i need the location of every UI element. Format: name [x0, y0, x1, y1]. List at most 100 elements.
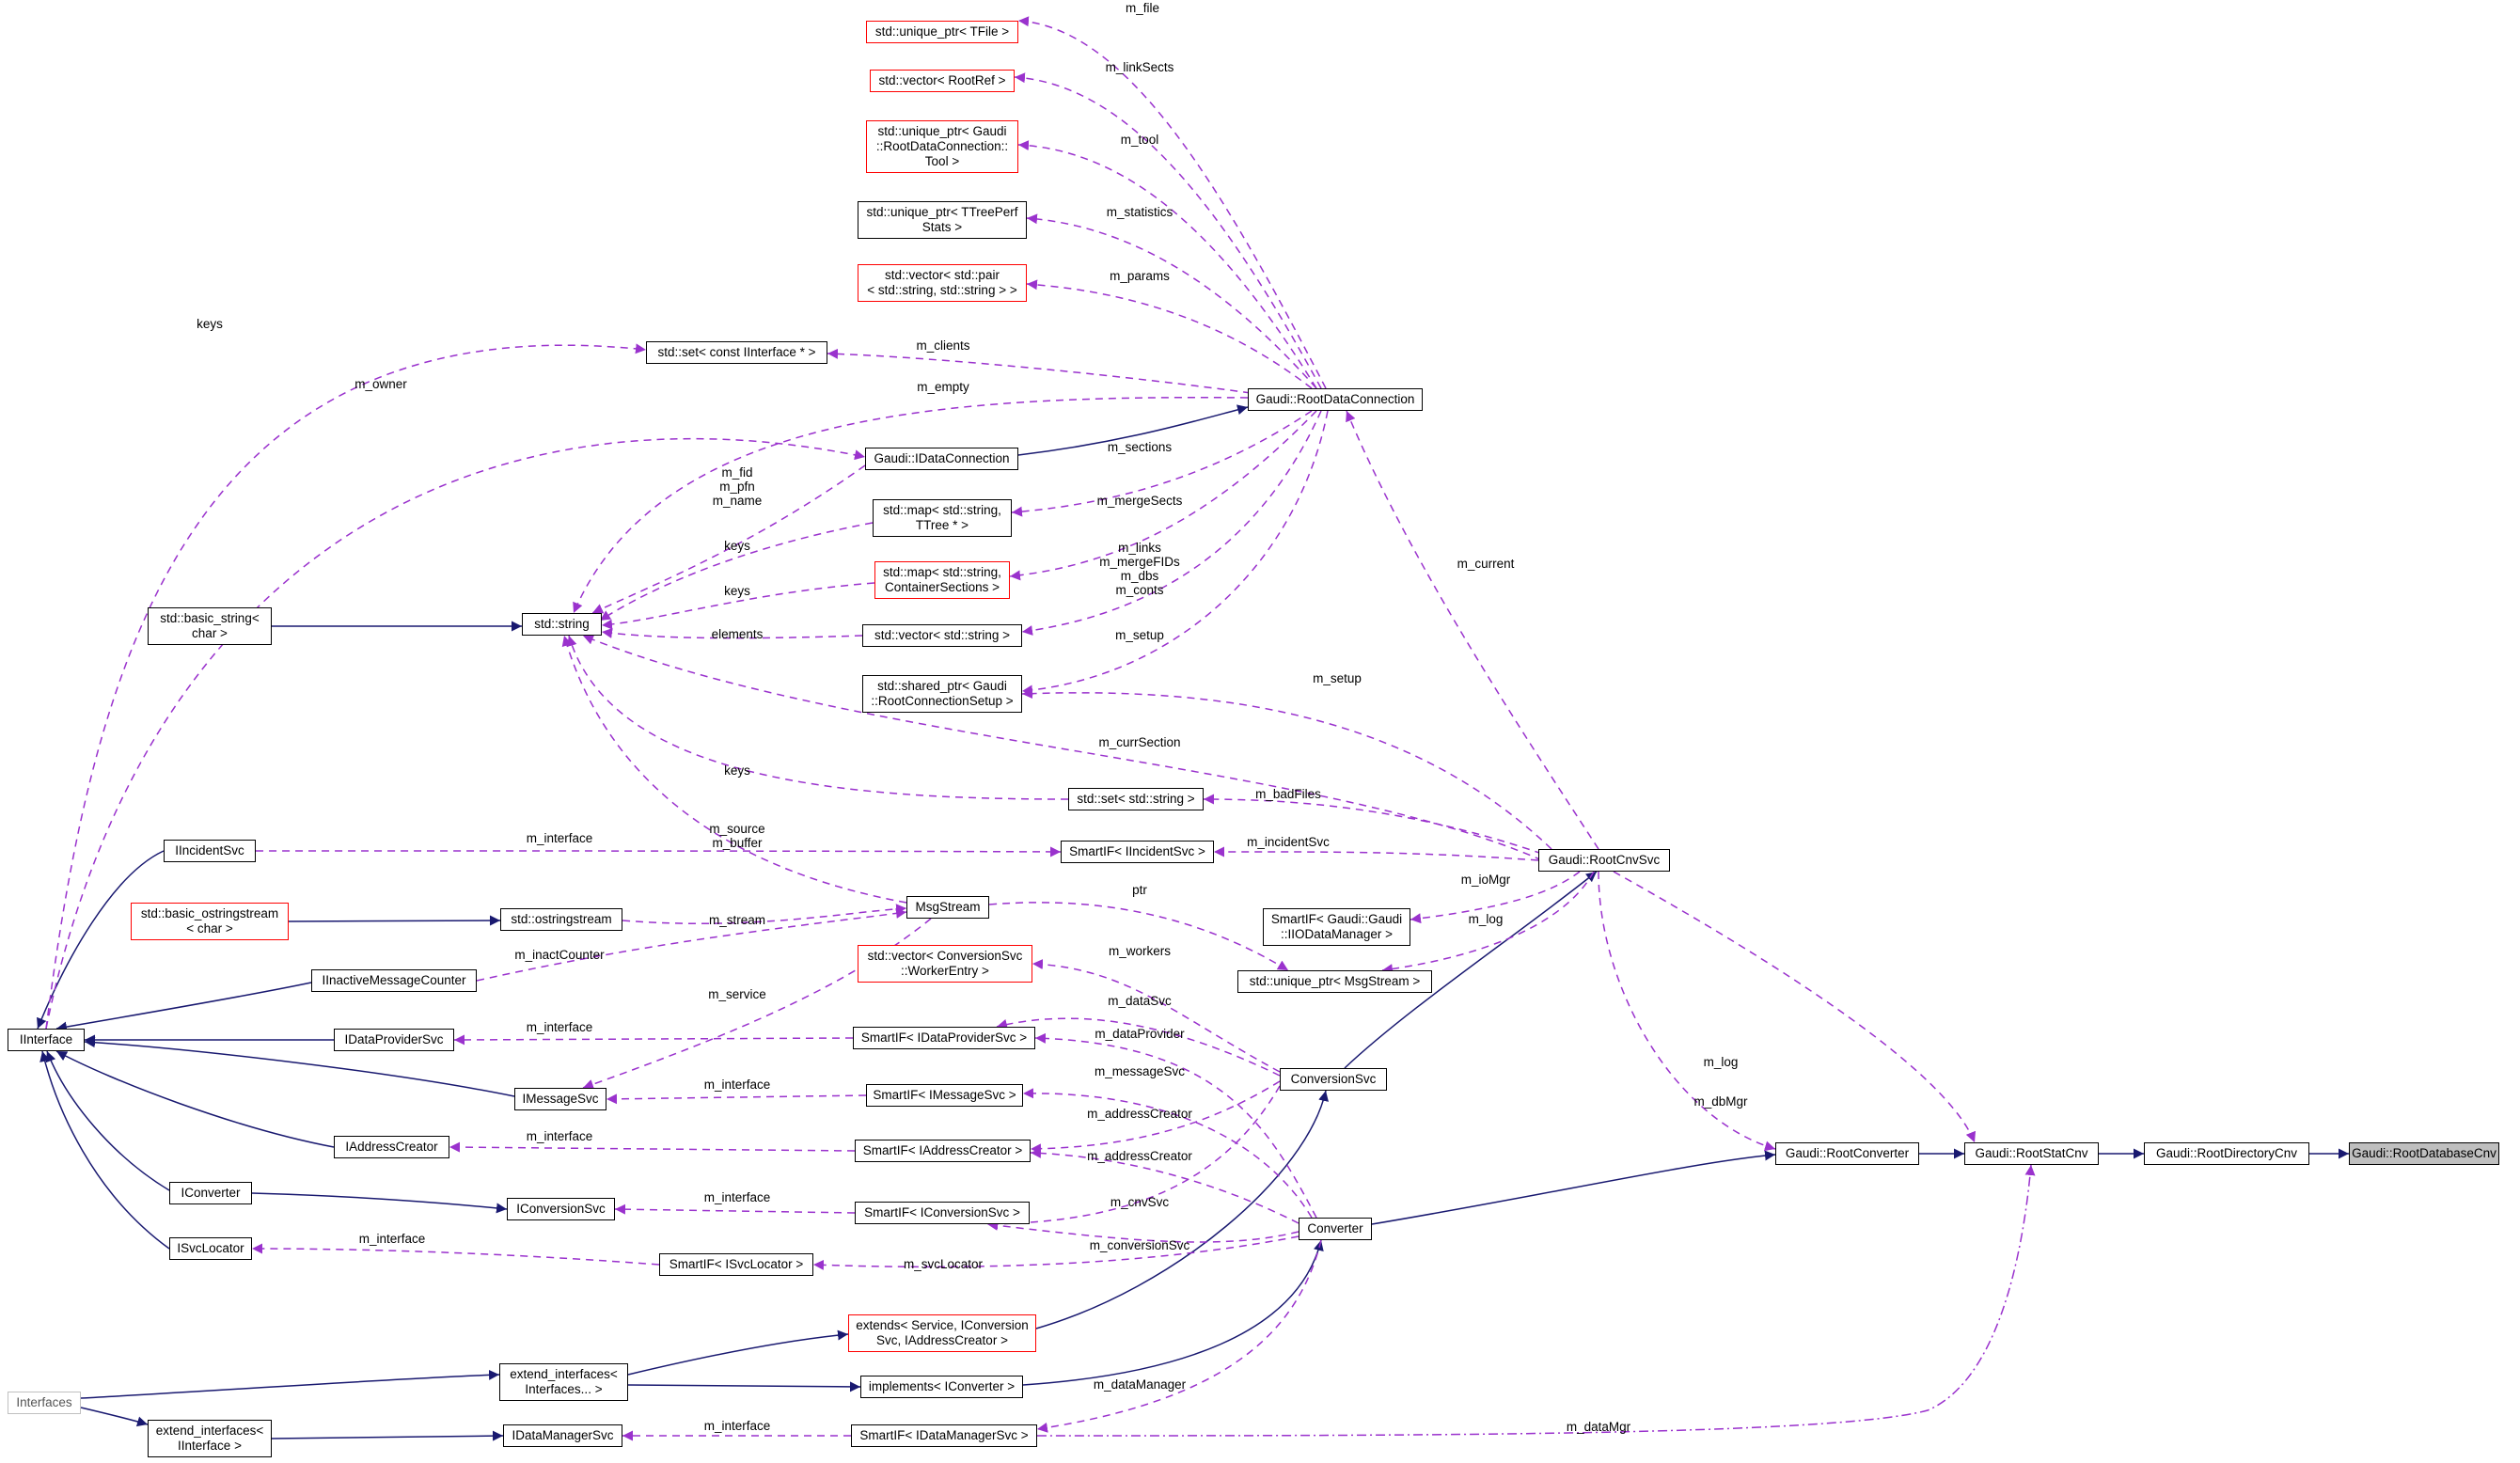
edge-stdstring-to-rdc	[573, 397, 1249, 614]
class-node-vector-string[interactable]: std::vector< std::string >	[862, 624, 1022, 647]
edge-map_container-to-rdc	[1009, 410, 1317, 581]
class-node-iconversionsvc[interactable]: IConversionSvc	[507, 1198, 615, 1220]
class-node-smartif-iincidentsvc[interactable]: SmartIF< IIncidentSvc >	[1061, 841, 1214, 863]
class-node-interfaces[interactable]: Interfaces	[8, 1392, 81, 1414]
class-node-smartif-iaddresscreator[interactable]: SmartIF< IAddressCreator >	[855, 1140, 1031, 1162]
edge-label: m_dataMgr	[1567, 1420, 1631, 1434]
class-node-extends[interactable]: extends< Service, IConversion Svc, IAddr…	[848, 1314, 1036, 1352]
class-node-extend-interfaces-iinterface[interactable]: extend_interfaces< IInterface >	[148, 1420, 272, 1457]
class-node-vector-workerentry[interactable]: std::vector< ConversionSvc ::WorkerEntry…	[858, 945, 1032, 983]
edge-vec_string-to-rdc	[1021, 410, 1322, 636]
class-node-smartif-iconversionsvc[interactable]: SmartIF< IConversionSvc >	[855, 1202, 1030, 1224]
edge-sif_ims-to-converter	[1022, 1088, 1313, 1219]
class-node-unique-ptr-tfile[interactable]: std::unique_ptr< TFile >	[866, 21, 1018, 43]
class-node-idataconnection[interactable]: Gaudi::IDataConnection	[865, 448, 1018, 470]
class-node-std-string[interactable]: std::string	[522, 613, 602, 636]
class-node-iinterface[interactable]: IInterface	[8, 1029, 85, 1051]
class-node-set-iinterface[interactable]: std::set< const IInterface * >	[646, 341, 827, 364]
class-node-set-string[interactable]: std::set< std::string >	[1068, 788, 1204, 810]
edge-iinactive-to-msgstream	[476, 907, 907, 982]
class-node-rootconverter[interactable]: Gaudi::RootConverter	[1775, 1142, 1919, 1165]
class-node-smartif-idataprovidersvc[interactable]: SmartIF< IDataProviderSvc >	[853, 1027, 1035, 1049]
edge-sp_setup-to-rdc	[1021, 410, 1329, 696]
edge-ext_if_ii-to-idms	[271, 1430, 504, 1441]
class-node-vector-pair[interactable]: std::vector< std::pair < std::string, st…	[858, 264, 1027, 302]
class-node-msgstream[interactable]: MsgStream	[906, 896, 989, 919]
class-node-basic-ostringstream[interactable]: std::basic_ostringstream < char >	[131, 903, 289, 940]
class-node-map-containersections[interactable]: std::map< std::string, ContainerSections…	[874, 561, 1010, 599]
class-node-rootdataconnection[interactable]: Gaudi::RootDataConnection	[1248, 388, 1423, 411]
class-node-imessagesvc[interactable]: IMessageSvc	[514, 1088, 606, 1110]
edge-label: m_cnvSvc	[1110, 1195, 1170, 1209]
class-node-shared-ptr-setup[interactable]: std::shared_ptr< Gaudi ::RootConnectionS…	[862, 675, 1022, 713]
edge-label: m_currSection	[1098, 735, 1180, 749]
class-node-smartif-iiodatamanager[interactable]: SmartIF< Gaudi::Gaudi ::IIODataManager >	[1263, 908, 1410, 946]
class-node-rootdirectorycnv[interactable]: Gaudi::RootDirectoryCnv	[2144, 1142, 2309, 1165]
class-node-smartif-imessagesvc[interactable]: SmartIF< IMessageSvc >	[866, 1084, 1023, 1107]
edge-label: m_dataManager	[1094, 1377, 1187, 1392]
edge-label: m_owner	[354, 377, 407, 391]
edge-vec_worker-to-convsvc	[1032, 959, 1281, 1073]
class-node-unique-ptr-tool[interactable]: std::unique_ptr< Gaudi ::RootDataConnect…	[866, 120, 1018, 173]
class-node-vector-rootref[interactable]: std::vector< RootRef >	[870, 70, 1015, 92]
class-node-rootdatabasecnv[interactable]: Gaudi::RootDatabaseCnv	[2349, 1142, 2499, 1165]
class-node-basic-string[interactable]: std::basic_string< char >	[148, 607, 272, 645]
edge-iconverter-to-ics	[251, 1192, 508, 1214]
edge-label: m_setup	[1313, 671, 1362, 685]
edge-isl-to-sif_isl	[251, 1243, 660, 1266]
edge-label: m_workers	[1109, 944, 1171, 958]
class-node-ostringstream[interactable]: std::ostringstream	[500, 908, 622, 931]
edge-label: keys	[724, 584, 750, 598]
edge-label: m_file	[1126, 1, 1159, 15]
edge-label: m_inactCounter	[514, 948, 605, 962]
class-node-extend-interfaces-pack[interactable]: extend_interfaces< Interfaces... >	[499, 1363, 628, 1401]
edge-rdc-to-rootcnvsvc	[1346, 410, 1599, 850]
edge-stdstring-to-idc	[591, 464, 866, 614]
class-node-unique-ptr-ttreeperfstats[interactable]: std::unique_ptr< TTreePerf Stats >	[858, 201, 1027, 239]
edge-label: m_dataProvider	[1095, 1027, 1185, 1041]
class-node-iinactivemessagecounter[interactable]: IInactiveMessageCounter	[311, 969, 477, 992]
class-node-conversionsvc[interactable]: ConversionSvc	[1280, 1068, 1387, 1091]
class-node-idatamanagersvc[interactable]: IDataManagerSvc	[503, 1424, 622, 1447]
edge-sif_incident-to-rootcnvsvc	[1213, 846, 1539, 861]
edge-label: m_addressCreator	[1087, 1107, 1192, 1121]
edge-iinterface-to-set_iinterface	[45, 343, 647, 1030]
edge-sif_idp-to-converter	[1034, 1032, 1317, 1219]
edge-convsvc-to-rootcnvsvc	[1344, 871, 1598, 1069]
class-node-iconverter[interactable]: IConverter	[169, 1182, 252, 1204]
edge-stdstring-to-map_container	[601, 582, 875, 630]
edge-sif_ics-to-convsvc	[986, 1085, 1281, 1230]
edge-label: m_service	[708, 987, 766, 1001]
class-node-smartif-isvclocator[interactable]: SmartIF< ISvcLocator >	[659, 1253, 813, 1276]
edge-stdstring-to-map_ttree	[599, 522, 874, 621]
edge-label: m_interface	[527, 831, 593, 845]
class-node-rootstatcnv[interactable]: Gaudi::RootStatCnv	[1964, 1142, 2099, 1165]
edge-sif_idm-to-converter	[1036, 1239, 1322, 1433]
class-node-smartif-idatamanagersvc[interactable]: SmartIF< IDataManagerSvc >	[851, 1424, 1037, 1447]
edge-label: m_badFiles	[1255, 787, 1321, 801]
class-node-isvclocator[interactable]: ISvcLocator	[169, 1237, 252, 1260]
class-node-idataprovidersvc[interactable]: IDataProviderSvc	[334, 1029, 454, 1051]
edge-label: m_interface	[527, 1129, 593, 1143]
edge-stdstring-to-rootcnvsvc	[582, 635, 1543, 861]
class-node-map-ttree[interactable]: std::map< std::string, TTree * >	[873, 499, 1012, 537]
edge-label: m_sections	[1108, 440, 1173, 454]
edge-sif_idp-to-convsvc	[996, 1017, 1281, 1077]
class-node-implements-iconverter[interactable]: implements< IConverter >	[860, 1376, 1023, 1398]
edge-ics-to-sif_ics	[614, 1203, 856, 1215]
edge-label: m_dataSvc	[1108, 994, 1172, 1008]
class-node-iincidentsvc[interactable]: IIncidentSvc	[164, 840, 256, 862]
edge-up_ttreeperf-to-rdc	[1026, 213, 1317, 389]
edge-label: m_linkSects	[1106, 60, 1174, 74]
class-node-unique-ptr-msgstream[interactable]: std::unique_ptr< MsgStream >	[1237, 970, 1432, 993]
edge-label: m_messageSvc	[1095, 1064, 1185, 1078]
edge-set_string-to-rootcnvsvc	[1203, 794, 1543, 855]
class-node-converter[interactable]: Converter	[1299, 1218, 1372, 1240]
edge-label: m_interface	[527, 1020, 593, 1034]
edge-ext_if_tpl-to-implements	[627, 1381, 861, 1392]
class-node-rootcnvsvc[interactable]: Gaudi::RootCnvSvc	[1538, 849, 1670, 872]
edge-label: m_statistics	[1107, 205, 1173, 219]
class-node-iaddresscreator[interactable]: IAddressCreator	[334, 1136, 449, 1158]
